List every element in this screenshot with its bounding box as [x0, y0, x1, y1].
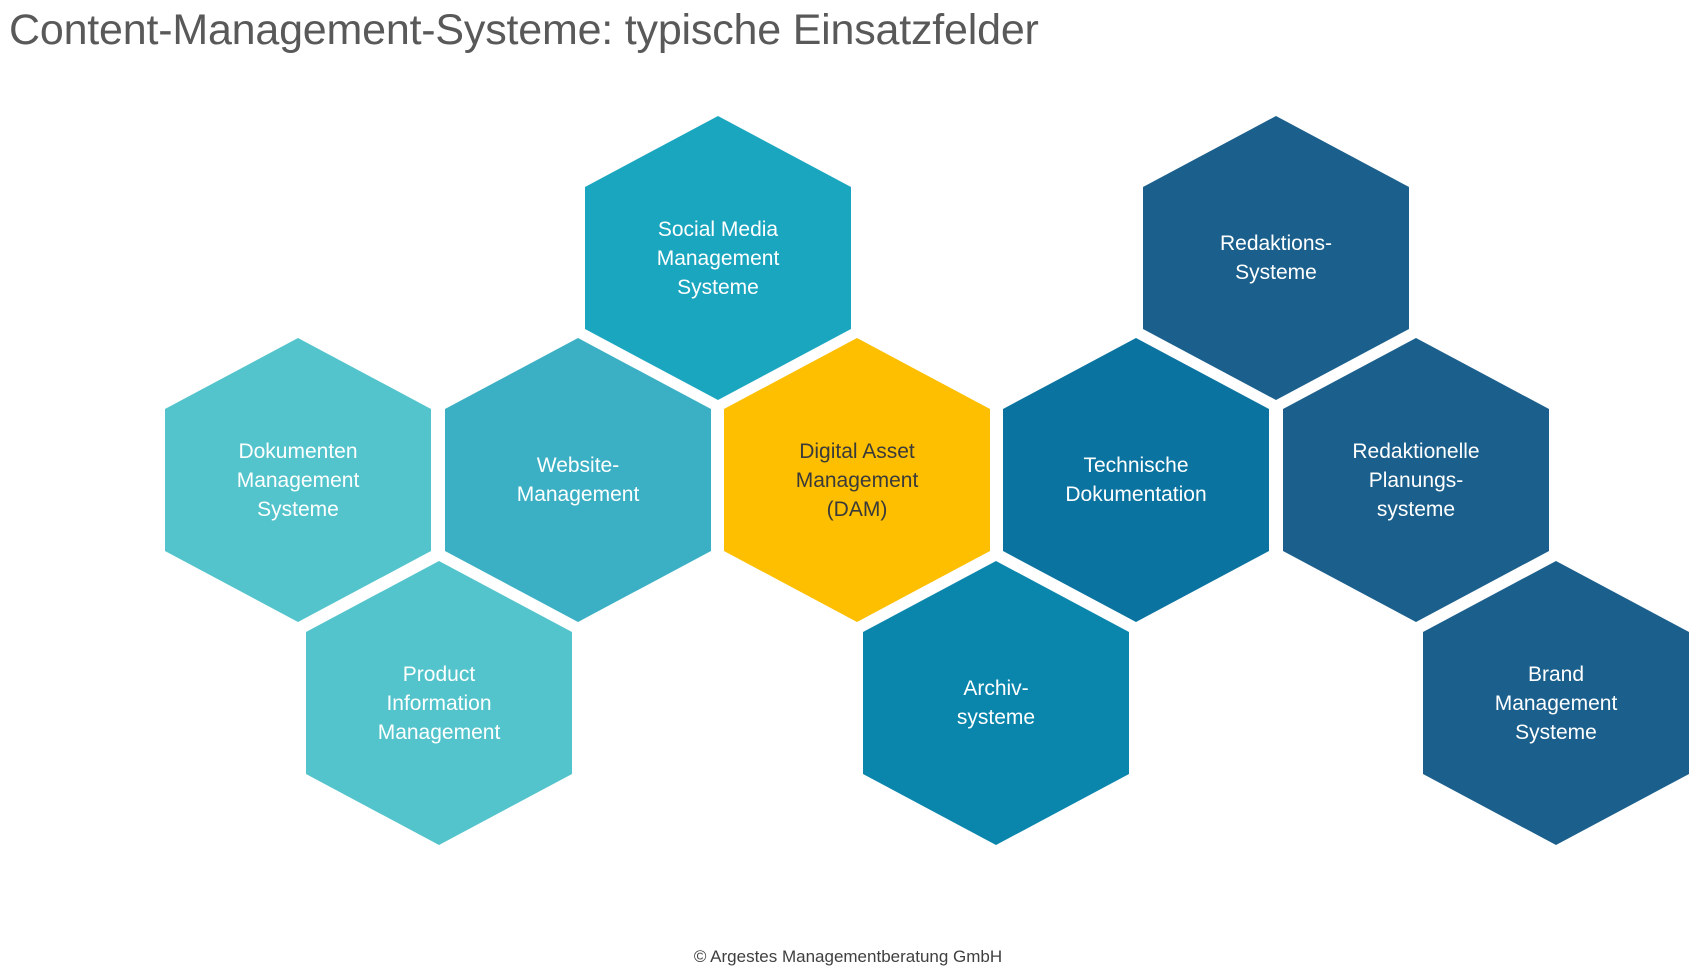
hex-label: Redaktions- Systeme	[1219, 232, 1333, 284]
hex-label: Redaktionelle Planungs- systeme	[1352, 439, 1480, 521]
hex-redaktionelle-planungssysteme: Redaktionelle Planungs- systeme	[1283, 338, 1549, 622]
hex-dokumenten-management: Dokumenten Management Systeme	[165, 338, 431, 622]
hex-website-management: Website- Management	[445, 338, 711, 622]
hex-label: Dokumenten Management Systeme	[236, 439, 360, 521]
page-title: Content-Management-Systeme: typische Ein…	[9, 6, 1039, 54]
hex-label: Website- Management	[516, 454, 640, 506]
hex-product-information-management: Product Information Management	[306, 561, 572, 845]
hex-archivsysteme: Archiv- systeme	[863, 561, 1129, 845]
hex-label: Digital Asset Management (DAM)	[795, 439, 919, 521]
copyright-footer: © Argestes Managementberatung GmbH	[693, 947, 1003, 966]
hex-label: Brand Management Systeme	[1494, 662, 1618, 744]
hex-label: Social Media Management Systeme	[656, 217, 780, 299]
hex-label: Archiv- systeme	[956, 677, 1036, 729]
hex-label: Product Information Management	[377, 662, 501, 744]
hex-brand-management: Brand Management Systeme	[1423, 561, 1689, 845]
hex-technische-dokumentation: Technische Dokumentation	[1003, 338, 1269, 622]
hex-redaktionssysteme: Redaktions- Systeme	[1143, 116, 1409, 400]
hex-label: Technische Dokumentation	[1065, 454, 1207, 506]
hex-social-media-management: Social Media Management Systeme	[585, 116, 851, 400]
hex-digital-asset-management: Digital Asset Management (DAM)	[724, 338, 990, 622]
